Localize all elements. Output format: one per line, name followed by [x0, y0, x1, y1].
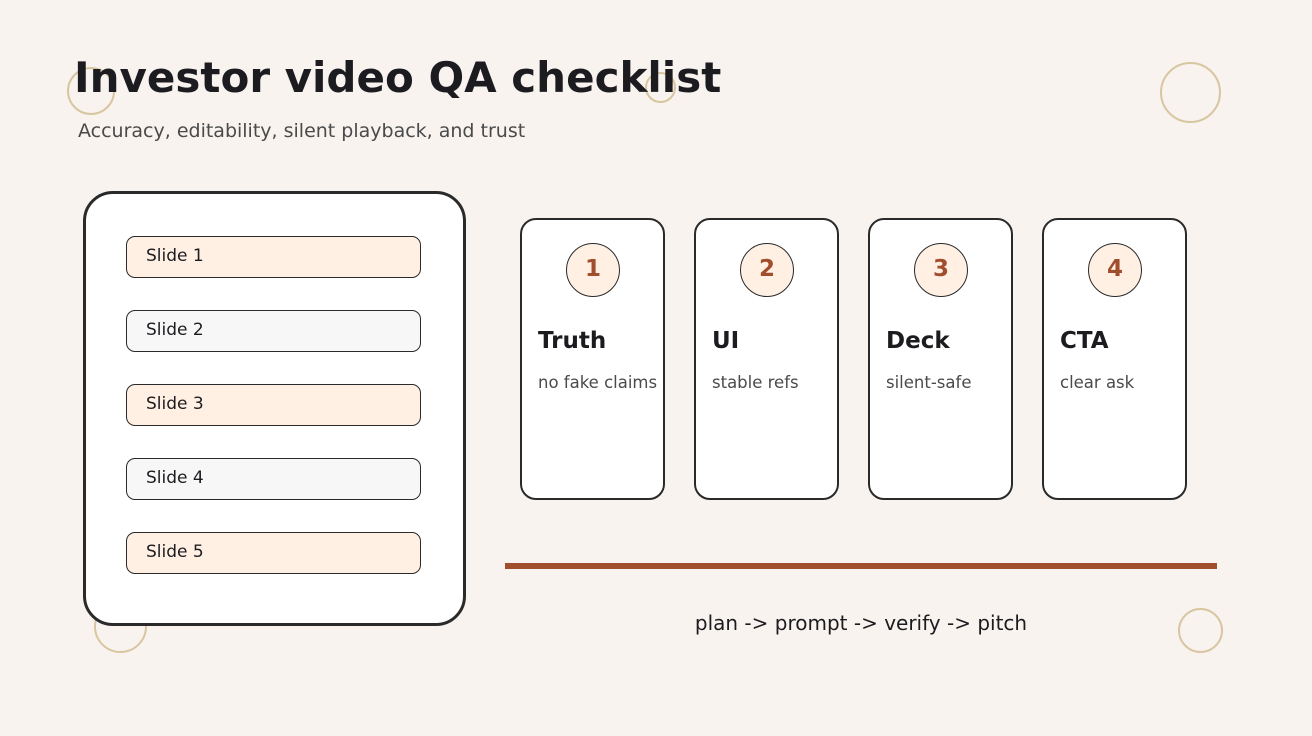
check-card-ui: 2 UI stable refs: [694, 218, 839, 500]
check-card-description: silent-safe: [886, 373, 972, 392]
decor-ring-title-left: [67, 67, 115, 115]
slide-item-3: Slide 3: [126, 384, 421, 426]
check-card-title: UI: [712, 328, 740, 354]
check-card-truth: 1 Truth no fake claims: [520, 218, 665, 500]
check-card-title: CTA: [1060, 328, 1109, 354]
page-subtitle: Accuracy, editability, silent playback, …: [78, 120, 526, 142]
check-card-description: no fake claims: [538, 373, 658, 392]
step-number-badge: 4: [1088, 243, 1142, 297]
slide-item-4: Slide 4: [126, 458, 421, 500]
check-card-cta: 4 CTA clear ask: [1042, 218, 1187, 500]
decor-ring-title-right: [645, 72, 676, 103]
step-number-badge: 2: [740, 243, 794, 297]
page-title: Investor video QA checklist: [74, 53, 722, 102]
slide-item-5: Slide 5: [126, 532, 421, 574]
step-number-badge: 1: [566, 243, 620, 297]
workflow-caption: plan -> prompt -> verify -> pitch: [694, 611, 1028, 635]
check-card-title: Deck: [886, 328, 950, 354]
check-card-deck: 3 Deck silent-safe: [868, 218, 1013, 500]
decor-ring-top-right: [1160, 62, 1221, 123]
step-number-badge: 3: [914, 243, 968, 297]
slide-item-1: Slide 1: [126, 236, 421, 278]
slide-item-2: Slide 2: [126, 310, 421, 352]
check-card-description: stable refs: [712, 373, 799, 392]
check-card-title: Truth: [538, 328, 607, 354]
check-card-description: clear ask: [1060, 373, 1135, 392]
decor-ring-bottom-right: [1178, 608, 1223, 653]
timeline-bar: [505, 563, 1217, 569]
